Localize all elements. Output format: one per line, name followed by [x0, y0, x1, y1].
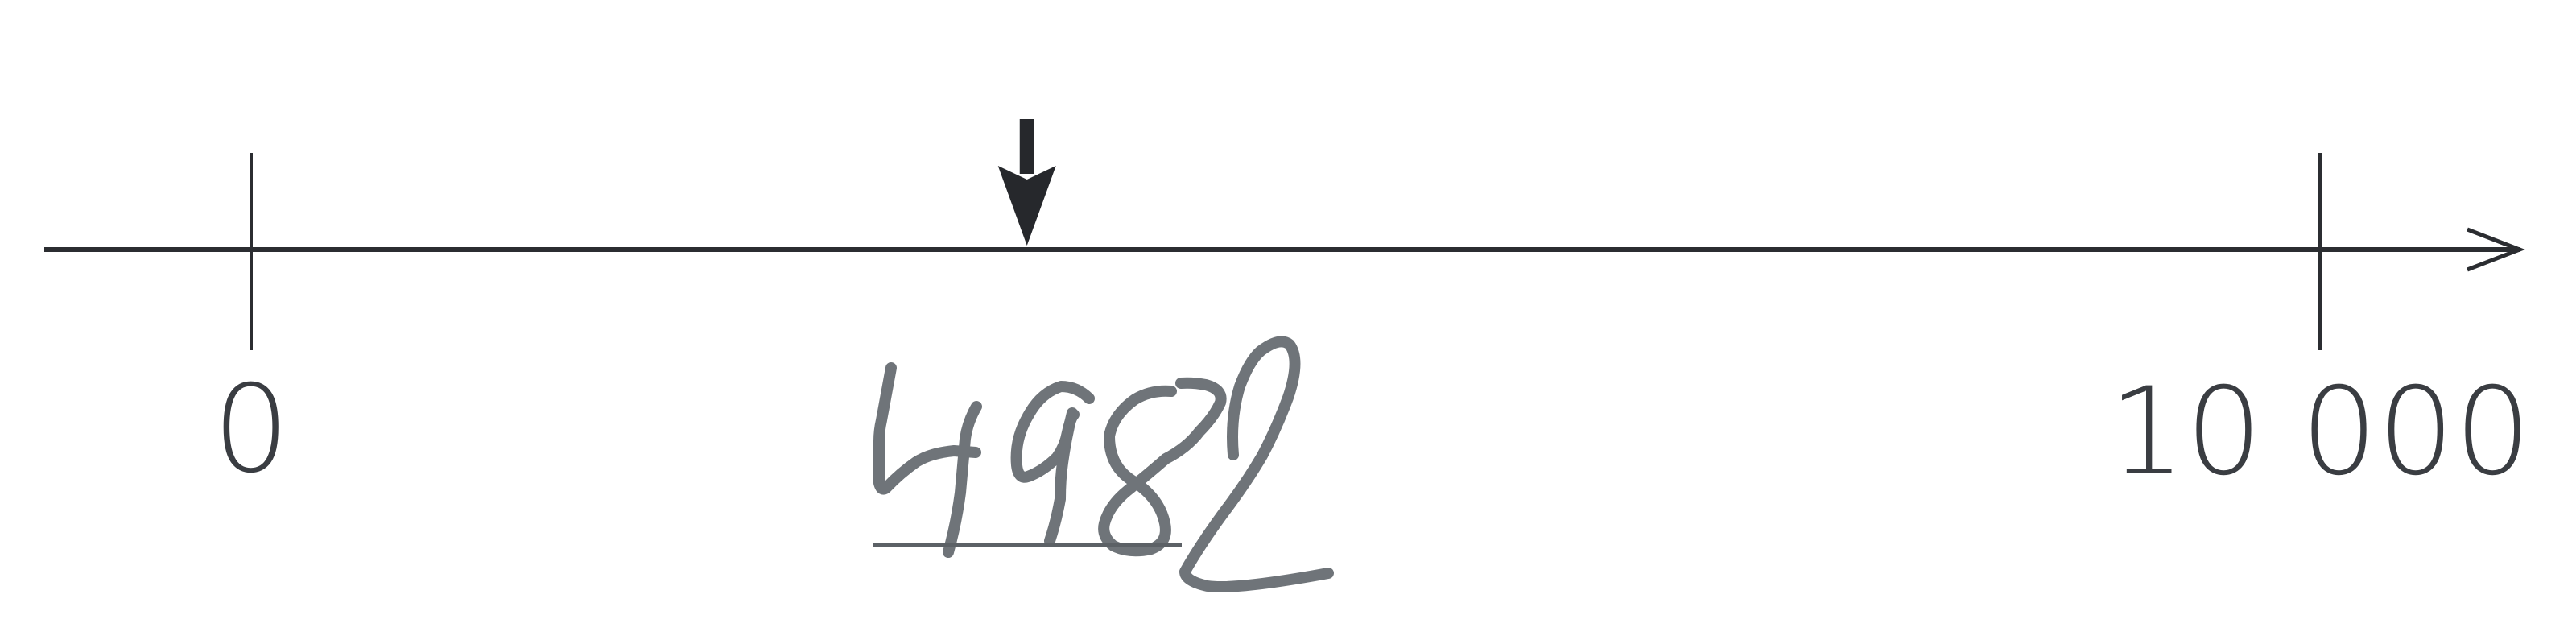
axis-arrowhead-icon [2467, 227, 2525, 272]
handwritten-answer [873, 336, 1334, 592]
tick-label-max: 10 000 [2109, 362, 2532, 502]
down-arrow-icon [997, 119, 1056, 246]
tick-label-min: 0 [213, 360, 289, 500]
